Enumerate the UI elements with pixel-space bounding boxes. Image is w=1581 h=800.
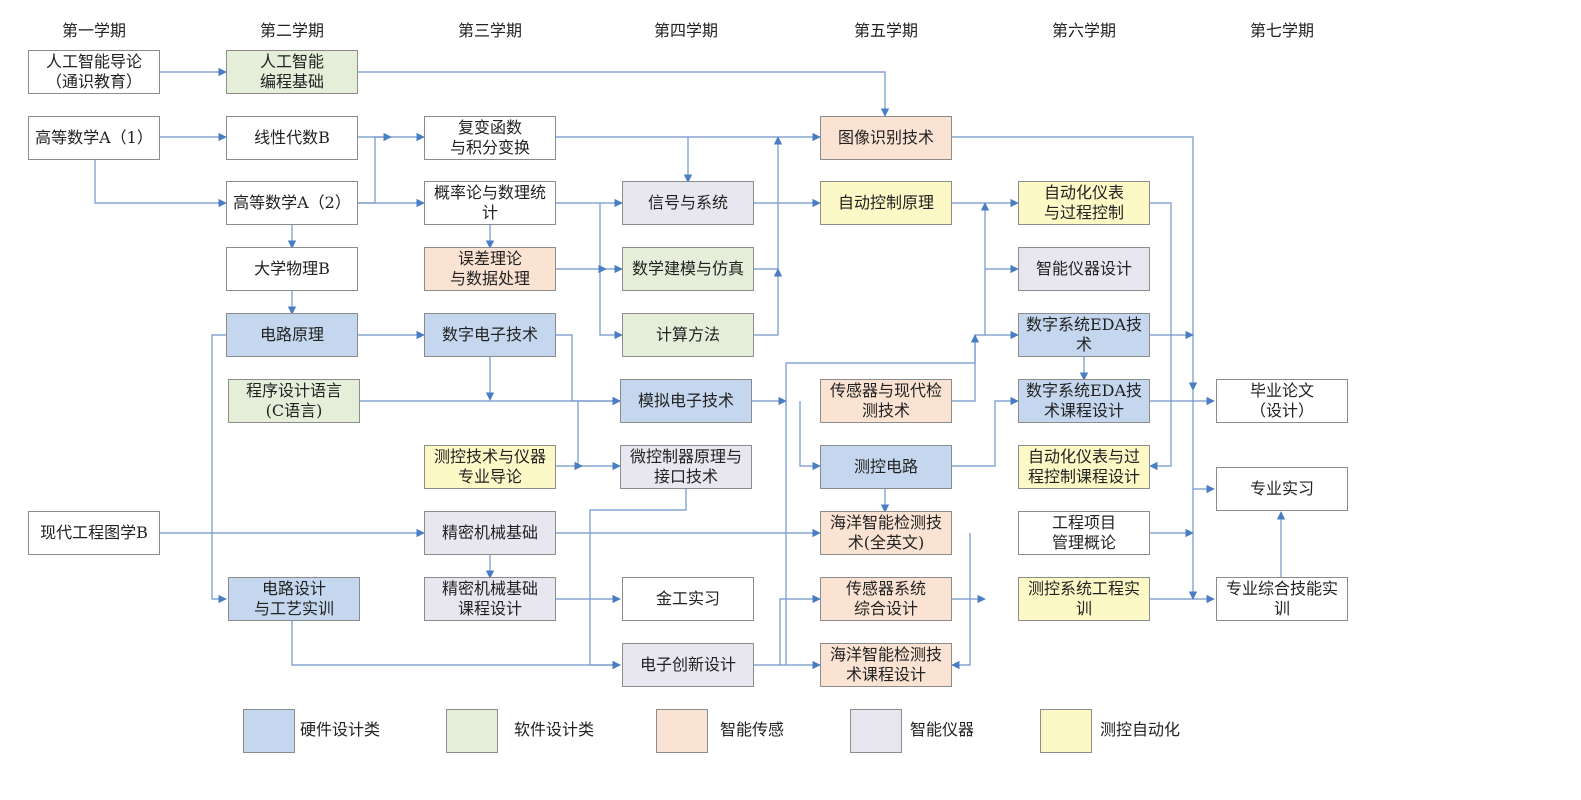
course-physics: 大学物理B xyxy=(226,247,358,291)
course-math-a2: 高等数学A（2） xyxy=(226,181,358,225)
edge-prob-to-model xyxy=(599,203,623,274)
semester-3-header: 第三学期 xyxy=(457,21,522,40)
course-precision-mech: 精密机械基础 xyxy=(424,511,556,555)
legend-label-hardware: 硬件设计类 xyxy=(300,720,381,739)
course-smart-instr: 智能仪器设计 xyxy=(1018,247,1150,291)
semester-6-header: 第六学期 xyxy=(1051,21,1116,40)
edge-mc-to-edadesign xyxy=(952,396,1019,467)
course-ai-intro: 人工智能导论 （通识教育） xyxy=(28,50,160,94)
course-precision-design: 精密机械基础 课程设计 xyxy=(424,577,556,621)
course-microcontroller: 微控制器原理与 接口技术 xyxy=(620,445,752,489)
edge-innovation-up xyxy=(785,334,980,665)
course-e-innovation: 电子创新设计 xyxy=(622,643,754,687)
edge-math2-to-complex xyxy=(358,132,392,204)
course-digital-elec: 数字电子技术 xyxy=(424,313,556,357)
edge-image-to-thesis xyxy=(952,136,1198,391)
course-error-theory: 误差理论 与数据处理 xyxy=(424,247,556,291)
edge-math1-to-math2 xyxy=(94,160,227,208)
edge-computing-up xyxy=(754,268,783,336)
course-prob-stat: 概率论与数理统 计 xyxy=(424,181,556,225)
course-thesis: 毕业论文 （设计） xyxy=(1216,379,1348,423)
edge-to-internship xyxy=(1192,390,1215,494)
course-mc-intro: 测控技术与仪器 专业导论 xyxy=(424,445,556,489)
course-math-a1: 高等数学A（1） xyxy=(28,116,160,160)
course-mc-circuit: 测控电路 xyxy=(820,445,952,489)
course-drawing: 现代工程图学B xyxy=(28,511,160,555)
edge-sensors-to-eda xyxy=(952,202,990,402)
course-eda-design: 数字系统EDA技 术课程设计 xyxy=(1018,379,1150,423)
legend-swatch-instrument xyxy=(850,709,902,753)
course-computing: 计算方法 xyxy=(622,313,754,357)
course-sensor-design: 传感器系统 综合设计 xyxy=(820,577,952,621)
course-marine-detect: 海洋智能检测技 术(全英文) xyxy=(820,511,952,555)
course-analog-elec: 模拟电子技术 xyxy=(620,379,752,423)
course-programming: 程序设计语言 (C语言) xyxy=(228,379,360,423)
course-linear-alg: 线性代数B xyxy=(226,116,358,160)
course-marine-design: 海洋智能检测技 术课程设计 xyxy=(820,643,952,687)
semester-5-header: 第五学期 xyxy=(853,21,918,40)
legend-label-automation: 测控自动化 xyxy=(1100,720,1181,739)
course-auto-control: 自动控制原理 xyxy=(820,181,952,225)
course-math-model: 数学建模与仿真 xyxy=(622,247,754,291)
course-internship: 专业实习 xyxy=(1216,467,1348,511)
course-project-mgmt: 工程项目 管理概论 xyxy=(1018,511,1150,555)
course-signals: 信号与系统 xyxy=(622,181,754,225)
edge-digital-to-analog xyxy=(556,334,621,406)
course-skills-training: 专业综合技能实 训 xyxy=(1216,577,1348,621)
semester-2-header: 第二学期 xyxy=(259,21,324,40)
edge-ai-prog-to-image xyxy=(358,71,890,117)
course-sensors: 传感器与现代检 测技术 xyxy=(820,379,952,423)
semester-1-header: 第一学期 xyxy=(61,21,126,40)
legend-label-software: 软件设计类 xyxy=(514,720,595,739)
semester-7-header: 第七学期 xyxy=(1249,21,1314,40)
legend-swatch-software xyxy=(446,709,498,753)
course-circuit-design: 电路设计 与工艺实训 xyxy=(228,577,360,621)
edge-circuit-to-design xyxy=(211,334,227,604)
course-ai-prog: 人工智能 编程基础 xyxy=(226,50,358,94)
legend-label-sensing: 智能传感 xyxy=(720,720,785,739)
edge-analog-to-mc xyxy=(799,401,821,471)
course-metal-practice: 金工实习 xyxy=(622,577,754,621)
semester-4-header: 第四学期 xyxy=(653,21,718,40)
legend-swatch-hardware xyxy=(243,709,295,753)
course-auto-instr: 自动化仪表 与过程控制 xyxy=(1018,181,1150,225)
legend-swatch-automation xyxy=(1040,709,1092,753)
legend-label-instrument: 智能仪器 xyxy=(910,720,975,739)
course-image-recog: 图像识别技术 xyxy=(820,116,952,160)
edge-design-to-innovation xyxy=(291,621,621,670)
course-complex-func: 复变函数 与积分变换 xyxy=(424,116,556,160)
course-auto-instr-design: 自动化仪表与过 程控制课程设计 xyxy=(1018,445,1150,489)
edge-innovation-to-sensor xyxy=(754,594,821,666)
course-mc-project: 测控系统工程实 训 xyxy=(1018,577,1150,621)
legend-swatch-sensing xyxy=(656,709,708,753)
edge-marine-to-mcproject xyxy=(951,533,971,670)
edge-prog-to-micro xyxy=(577,401,621,471)
course-circuit: 电路原理 xyxy=(226,313,358,357)
course-eda: 数字系统EDA技 术 xyxy=(1018,313,1150,357)
edge-prob-to-computing xyxy=(599,269,623,340)
